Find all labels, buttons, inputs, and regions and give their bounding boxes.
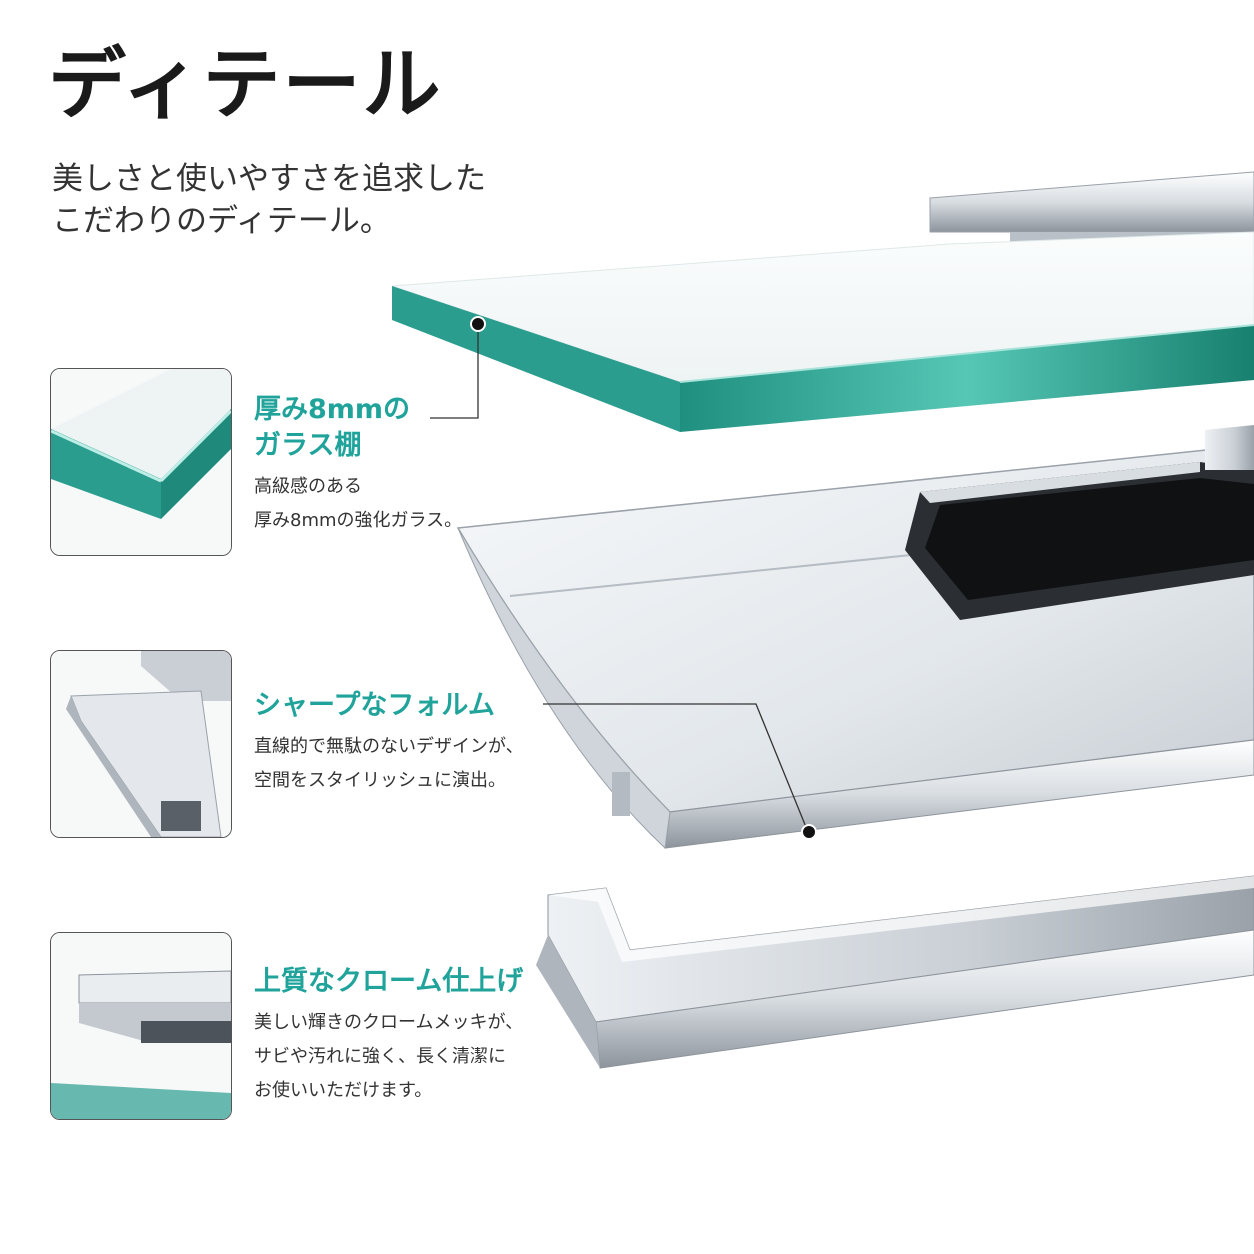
glass-shelf [391,231,1254,432]
feature-title-line: ガラス棚 [254,430,362,461]
feature-desc-line: サビや汚れに強く、長く清潔に [254,1046,506,1067]
feature-desc-line: 直線的で無駄のないデザインが、 [254,736,524,757]
feature-title: 上質なクローム仕上げ [254,966,524,997]
feature-form: シャープなフォルム 直線的で無駄のないデザインが、 空間をスタイリッシュに演出。 [254,688,524,798]
feature-description: 直線的で無駄のないデザインが、 空間をスタイリッシュに演出。 [254,730,524,798]
callout-dot-form [801,824,817,840]
feature-description: 高級感のある 厚み8mmの強化ガラス。 [254,470,462,538]
feature-desc-line: 美しい輝きのクロームメッキが、 [254,1012,524,1033]
feature-chrome: 上質なクローム仕上げ 美しい輝きのクロームメッキが、 サビや汚れに強く、長く清潔… [254,964,523,1108]
thumbnail-sharp-form [50,650,232,838]
intro-text: 美しさと使いやすさを追求した こだわりのディテール。 [52,158,486,242]
feature-description: 美しい輝きのクロームメッキが、 サビや汚れに強く、長く清潔に お使いいただけます… [254,1006,523,1108]
page-title: ディテール [48,40,443,130]
feature-title: 厚み8mmの ガラス棚 [254,392,462,464]
feature-title: シャープなフォルム [254,690,495,721]
feature-title-line: 厚み8mmの [254,394,411,425]
thumbnail-chrome-finish [50,932,232,1120]
thumbnail-glass-edge [50,368,232,556]
feature-desc-line: 空間をスタイリッシュに演出。 [254,770,506,791]
intro-line: こだわりのディテール。 [52,203,391,239]
chrome-plate [456,425,1254,850]
feature-glass: 厚み8mmの ガラス棚 高級感のある 厚み8mmの強化ガラス。 [254,392,462,538]
callout-dot-glass [470,316,486,332]
feature-desc-line: お使いいただけます。 [254,1080,433,1101]
feature-desc-line: 高級感のある [254,476,362,497]
towel-bar [536,875,1254,1069]
feature-desc-line: 厚み8mmの強化ガラス。 [254,510,463,531]
top-bracket [929,171,1254,262]
intro-line: 美しさと使いやすさを追求した [52,161,486,197]
